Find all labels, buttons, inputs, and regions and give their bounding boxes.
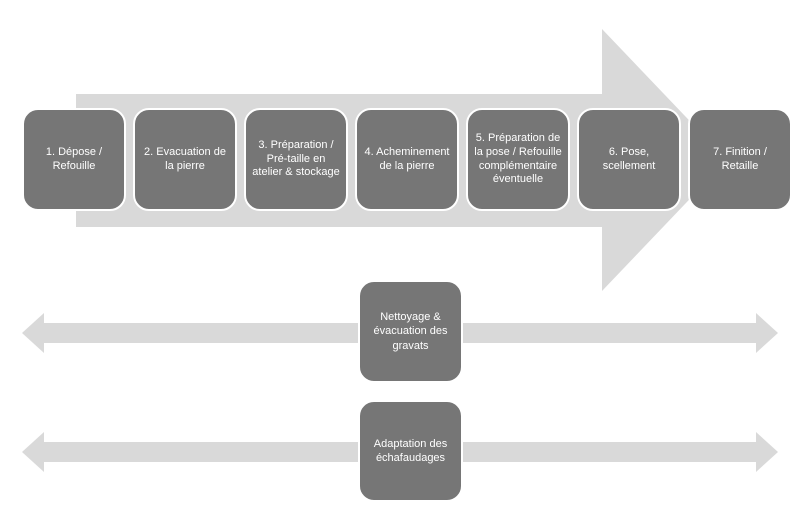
- step-box-5: 5. Préparation de la pose / Refouille co…: [466, 108, 570, 211]
- arrowhead-left-icon: [22, 432, 44, 472]
- arrowhead-right-icon: [756, 432, 778, 472]
- track-box-cleanup: Nettoyage & évacuation des gravats: [358, 280, 463, 383]
- step-box-4: 4. Acheminement de la pierre: [355, 108, 459, 211]
- step-box-3: 3. Préparation / Pré-taille en atelier &…: [244, 108, 348, 211]
- process-steps-row: 1. Dépose / Refouille 2. Evacuation de l…: [22, 108, 792, 211]
- step-box-2: 2. Evacuation de la pierre: [133, 108, 237, 211]
- track-box-scaffolding: Adaptation des échafaudages: [358, 400, 463, 502]
- arrowhead-right-icon: [756, 313, 778, 353]
- step-box-7: 7. Finition / Retaille: [688, 108, 792, 211]
- step-box-1: 1. Dépose / Refouille: [22, 108, 126, 211]
- step-box-6: 6. Pose, scellement: [577, 108, 681, 211]
- arrowhead-left-icon: [22, 313, 44, 353]
